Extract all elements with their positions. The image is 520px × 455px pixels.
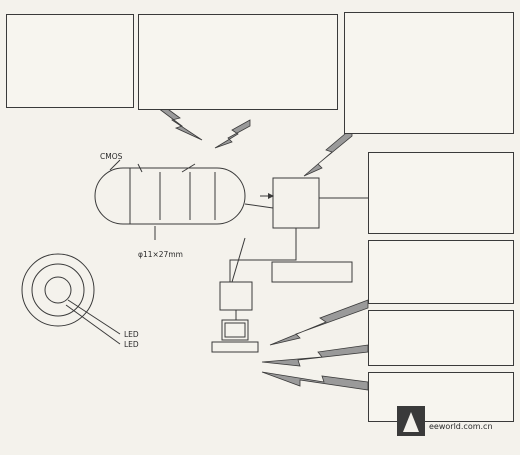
wireless-arrow-top-right (303, 127, 353, 177)
wireless-arrow-3 (261, 371, 369, 391)
receiver-box (272, 177, 320, 229)
rp4-box (368, 372, 514, 422)
wireless-arrow-top-center (214, 119, 251, 149)
storage-box (271, 261, 353, 283)
lens-outer-ring (21, 253, 95, 327)
tr-box (344, 12, 514, 134)
site-logo: eeworld.com.cn (395, 402, 515, 442)
tl-box (6, 14, 134, 108)
lens-inner-ring (31, 263, 85, 317)
control-box (219, 281, 253, 311)
rp3-box (368, 310, 514, 366)
wireless-arrow-1 (269, 299, 369, 346)
wireless-arrow-2 (261, 344, 369, 367)
rp1-box (368, 152, 514, 234)
lens-center (44, 276, 72, 304)
legend-item-1: LED (124, 330, 139, 339)
computer-monitor (221, 319, 249, 341)
capsule-title: CMOS (100, 152, 123, 161)
rp2-box (368, 240, 514, 304)
legend-item-2: LED (124, 340, 139, 349)
capsule-body (94, 167, 246, 225)
logo-url: eeworld.com.cn (429, 422, 493, 431)
dims-value: φ11×27mm (138, 250, 183, 259)
logo-mark-icon (397, 406, 425, 436)
tc-box (138, 14, 338, 110)
